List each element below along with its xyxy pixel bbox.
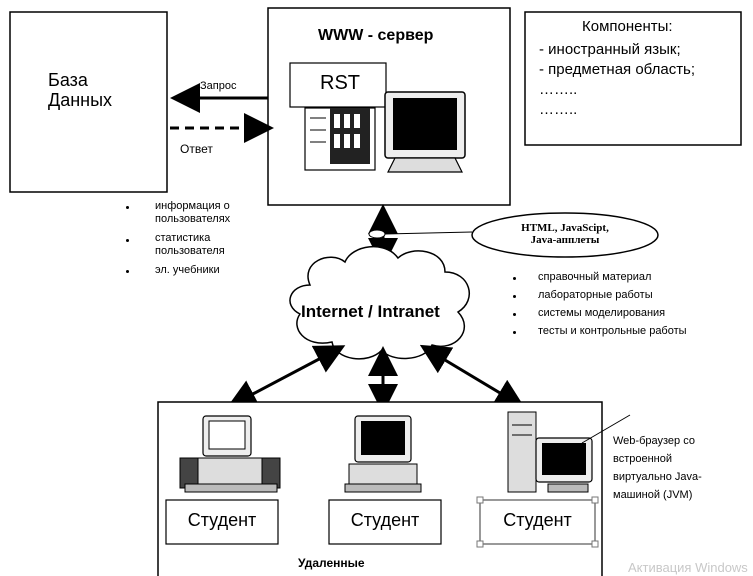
bullet-dot — [513, 295, 516, 298]
db-info-item: пользователях — [155, 213, 231, 225]
browser-note-line: машиной (JVM) — [613, 489, 693, 501]
connector-ellipse — [368, 229, 386, 239]
remote-label: Удаленные — [298, 556, 365, 570]
server-rack-icon — [304, 107, 376, 171]
server-title: WWW - сервер — [318, 27, 434, 44]
formats-line1: HTML, JavaScipt, — [521, 222, 609, 234]
database-label: База Данных — [48, 70, 112, 110]
bullet-dot — [126, 270, 129, 273]
bullet-dot — [126, 206, 129, 209]
browser-note: Web-браузер со встроенной виртуально Jav… — [613, 432, 702, 504]
bullet-dot — [126, 239, 129, 242]
db-info-item: пользователя — [155, 245, 225, 257]
network-label: Internet / Intranet — [301, 302, 440, 321]
browser-pointer-line — [581, 414, 631, 444]
bullet-dot — [513, 313, 516, 316]
windows-activation-watermark: Активация Windows — [628, 560, 748, 575]
components-title: Компоненты: — [582, 18, 673, 35]
student-label-3: Студент — [503, 510, 572, 530]
components-item: - предметная область; — [539, 61, 696, 78]
rst-label: RST — [320, 72, 360, 94]
internet-cloud — [289, 245, 470, 360]
desktop-pc-icon — [179, 415, 281, 493]
bullet-dot — [513, 331, 516, 334]
components-box — [524, 11, 742, 146]
browser-note-line: виртуально Java- — [613, 471, 702, 483]
request-label: Запрос — [200, 80, 237, 92]
db-info-item: эл. учебники — [155, 264, 220, 276]
formats-ellipse — [471, 212, 659, 258]
db-info-item: статистика — [155, 232, 211, 244]
desktop-pc-icon — [344, 415, 422, 493]
materials-item: системы моделирования — [538, 307, 666, 319]
cloud-student1-arrow — [226, 345, 346, 408]
tower-pc-icon — [507, 411, 593, 493]
student-box-3 — [479, 499, 596, 545]
formats-line2: Java-апплеты — [530, 234, 600, 246]
formats-pointer-line — [384, 231, 473, 235]
components-list: - иностранный язык; - предметная область… — [539, 40, 695, 120]
browser-note-line: Web-браузер со — [613, 435, 695, 447]
monitor-icon — [384, 91, 466, 173]
student-label-2: Студент — [350, 510, 420, 530]
database-box — [9, 11, 168, 193]
response-label: Ответ — [180, 142, 213, 156]
bullet-dot — [513, 277, 516, 280]
student-label-1: Студент — [187, 510, 257, 530]
components-item: …….. — [539, 101, 578, 118]
components-item: …….. — [539, 81, 578, 98]
student-box-1 — [165, 499, 279, 545]
materials-item: справочный материал — [538, 271, 652, 283]
cloud-student3-arrow — [419, 344, 526, 409]
database-label-line1: База — [48, 70, 88, 90]
materials-item: тесты и контрольные работы — [538, 325, 687, 337]
rst-box — [289, 62, 387, 108]
materials-item: лабораторные работы — [538, 289, 653, 301]
db-info-item: информация о — [155, 200, 230, 212]
components-item: - иностранный язык; — [539, 41, 681, 58]
formats-label: HTML, JavaScipt, Java-апплеты — [508, 222, 622, 246]
student-box-2 — [328, 499, 442, 545]
browser-note-line: встроенной — [613, 453, 673, 465]
database-label-line2: Данных — [48, 90, 113, 110]
